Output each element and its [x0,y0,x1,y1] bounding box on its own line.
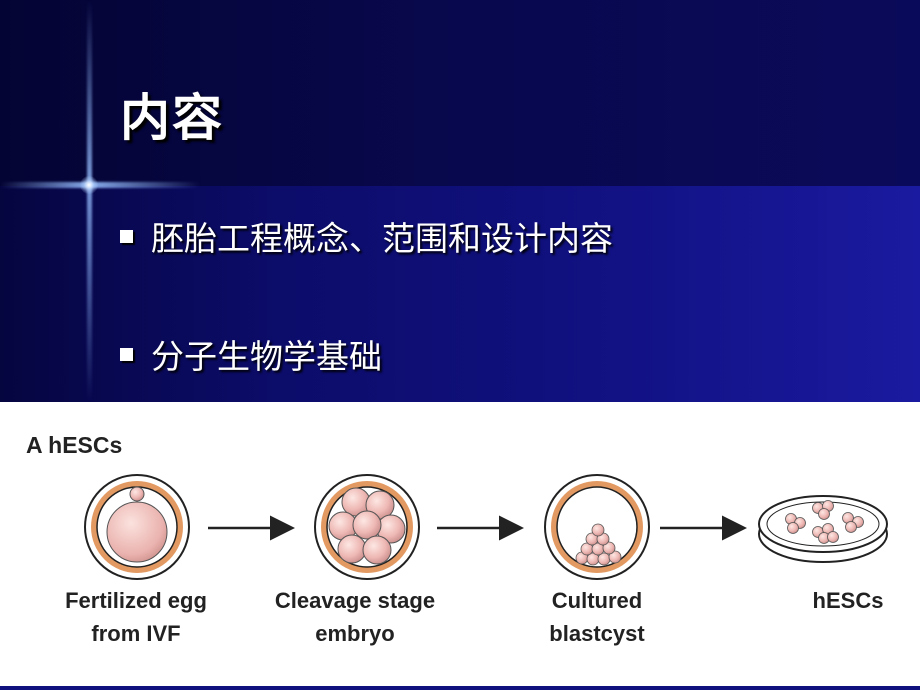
cell-colony [812,523,839,544]
slide-title: 内容 [120,89,224,147]
cell-colony [842,512,864,533]
cell-colony [812,500,834,520]
stage-label-hescs: hESCs [812,588,884,613]
cell-colony [785,513,806,534]
figure-panel: A hESCs [0,402,920,686]
bullet-item: 胚胎工程概念、范围和设计内容 [120,212,613,260]
culture-dish-icon [758,495,888,563]
blastocyst-icon [544,474,650,580]
bullet-text: 分子生物学基础 [151,337,382,376]
light-flare-vertical [87,0,92,402]
cleavage-embryo-icon [314,474,420,580]
title-band [0,0,920,186]
bottom-border [0,686,920,690]
fertilized-egg-icon [84,474,190,580]
light-flare-center [80,176,98,194]
hesc-derivation-diagram [84,474,888,580]
figure-panel-label: A hESCs [26,432,123,458]
stage-label-blastocyst: Cultured blastcyst [549,588,645,646]
bullet-text: 胚胎工程概念、范围和设计内容 [151,219,613,258]
stage-label-cleavage-embryo: Cleavage stage embryo [274,588,436,646]
stage-label-fertilized-egg: Fertilized egg from IVF [65,588,207,646]
light-flare-horizontal [0,182,200,188]
bullet-item: 分子生物学基础 [120,330,382,378]
square-bullet-icon [120,347,133,361]
square-bullet-icon [120,229,133,243]
